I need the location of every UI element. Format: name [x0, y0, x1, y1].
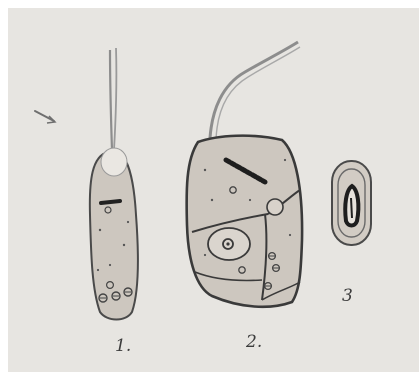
- cell-3-drawing: [332, 161, 371, 245]
- figure-label-3: 3: [342, 288, 353, 305]
- cell-2-drawing: [187, 42, 302, 307]
- cell-1-eyespot: [101, 201, 120, 203]
- cell-1-apical-region: [101, 148, 127, 176]
- figure-label-1: 1.: [115, 338, 131, 355]
- cell-1-flagellum-2: [114, 48, 116, 150]
- arrow-pointer-icon: [35, 111, 55, 123]
- cell-1-flagellum: [110, 50, 112, 150]
- figure-label-2: 2.: [246, 334, 262, 351]
- cell-1-drawing: [90, 48, 138, 320]
